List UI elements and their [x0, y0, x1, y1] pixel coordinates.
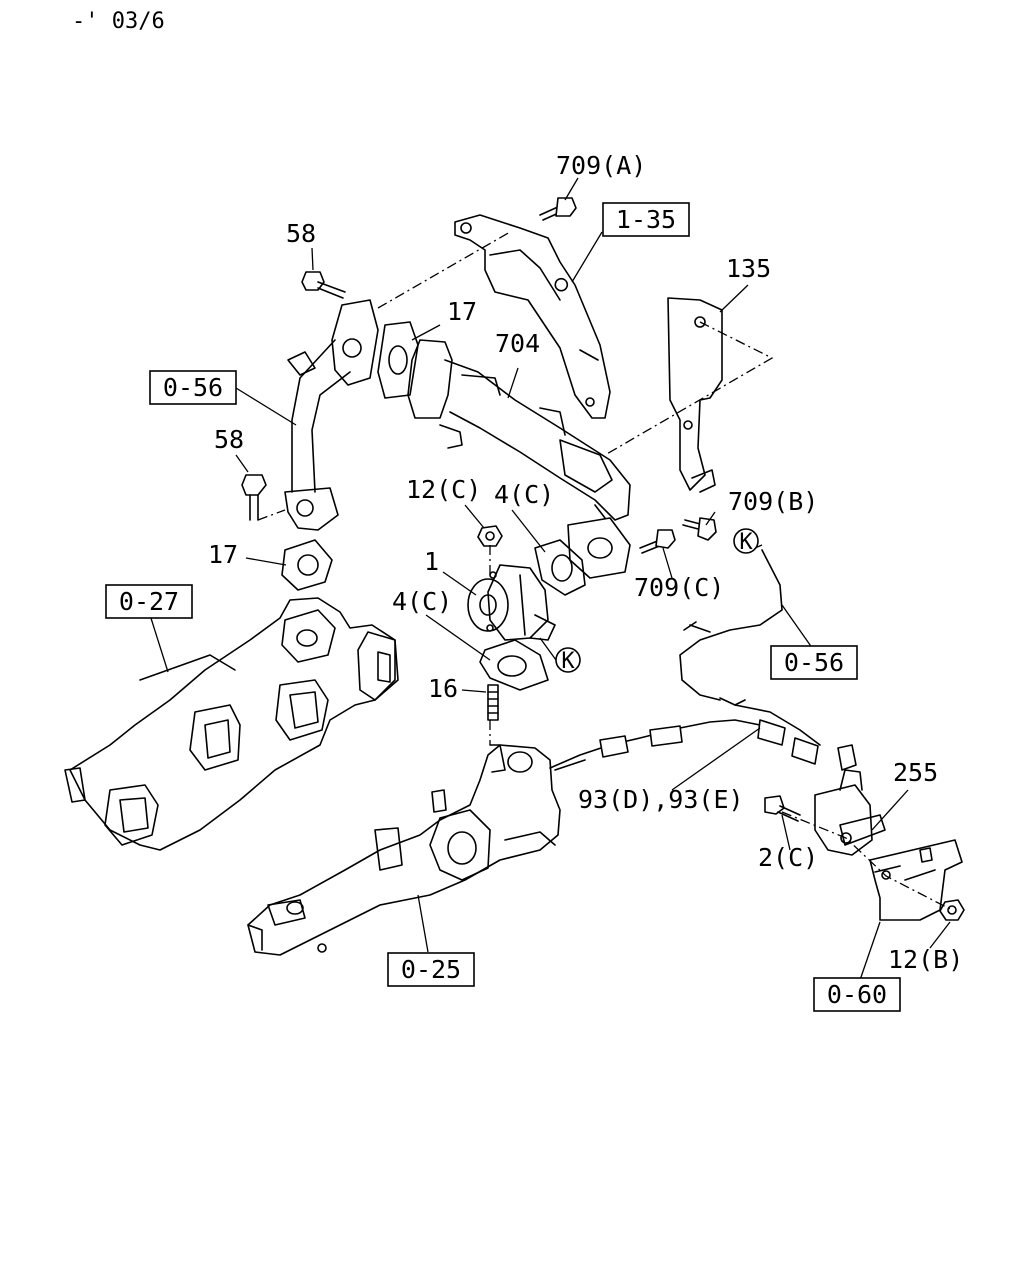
svg-text:0-56: 0-56 [784, 648, 844, 677]
label-17-top: 17 [447, 297, 477, 326]
label-58-top: 58 [286, 219, 316, 248]
label-709c: 709(C) [634, 573, 724, 602]
k-marker-mid: K [555, 647, 581, 674]
nut-12c [477, 525, 503, 547]
svg-text:1-35: 1-35 [616, 205, 676, 234]
egr-valve [467, 564, 556, 641]
bolt-709c [639, 529, 676, 554]
left-pipe [284, 299, 379, 531]
leader-lines [235, 177, 951, 949]
stud-16 [487, 684, 499, 721]
sensor-255 [814, 744, 886, 856]
label-93: 93(D),93(E) [578, 785, 744, 814]
gasket-17-top [377, 321, 419, 399]
label-4c-top: 4(C) [494, 480, 554, 509]
gasket-4c-mid [479, 639, 549, 691]
svg-text:K: K [739, 530, 753, 555]
bracket-135 [667, 297, 723, 493]
bracket-060 [869, 839, 963, 921]
label-2c: 2(C) [758, 843, 818, 872]
label-12c: 12(C) [406, 475, 481, 504]
ref-box-0-56-right[interactable]: 0-56 [770, 645, 858, 680]
label-709b: 709(B) [728, 487, 818, 516]
label-1: 1 [424, 547, 439, 576]
ref-box-0-25[interactable]: 0-25 [387, 952, 475, 987]
reference-leaders [149, 231, 881, 981]
svg-text:K: K [561, 649, 575, 674]
label-17-mid: 17 [208, 540, 238, 569]
upper-bracket [454, 214, 611, 419]
bolt-709b [682, 517, 717, 541]
centerlines [257, 231, 953, 911]
svg-text:0-25: 0-25 [401, 955, 461, 984]
nut-12b [939, 899, 965, 921]
label-58-mid: 58 [214, 425, 244, 454]
gasket-4c-top [534, 539, 586, 596]
bolt-58-mid [241, 474, 267, 521]
exhaust-manifold [64, 597, 399, 851]
label-4c-mid: 4(C) [392, 587, 452, 616]
harness [549, 549, 821, 771]
bolt-2c [764, 795, 801, 822]
label-12b: 12(B) [888, 945, 963, 974]
ref-box-0-60[interactable]: 0-60 [813, 977, 901, 1012]
date-code: -' 03/6 [72, 9, 165, 34]
svg-text:0-27: 0-27 [119, 587, 179, 616]
bolt-58-top [301, 271, 346, 299]
label-709a: 709(A) [556, 151, 646, 180]
egr-cooler [407, 339, 631, 579]
label-704: 704 [495, 329, 540, 358]
bolt-709a [539, 197, 577, 221]
gasket-17-mid [281, 539, 333, 591]
ref-box-1-35[interactable]: 1-35 [602, 202, 690, 237]
ref-box-0-27[interactable]: 0-27 [105, 584, 193, 619]
label-135: 135 [726, 254, 771, 283]
svg-text:0-56: 0-56 [163, 373, 223, 402]
label-255: 255 [893, 758, 938, 787]
label-16: 16 [428, 674, 458, 703]
svg-text:0-60: 0-60 [827, 980, 887, 1009]
k-marker-top: K [733, 528, 759, 555]
ref-box-0-56-left[interactable]: 0-56 [149, 370, 237, 405]
intake-manifold [247, 744, 561, 956]
